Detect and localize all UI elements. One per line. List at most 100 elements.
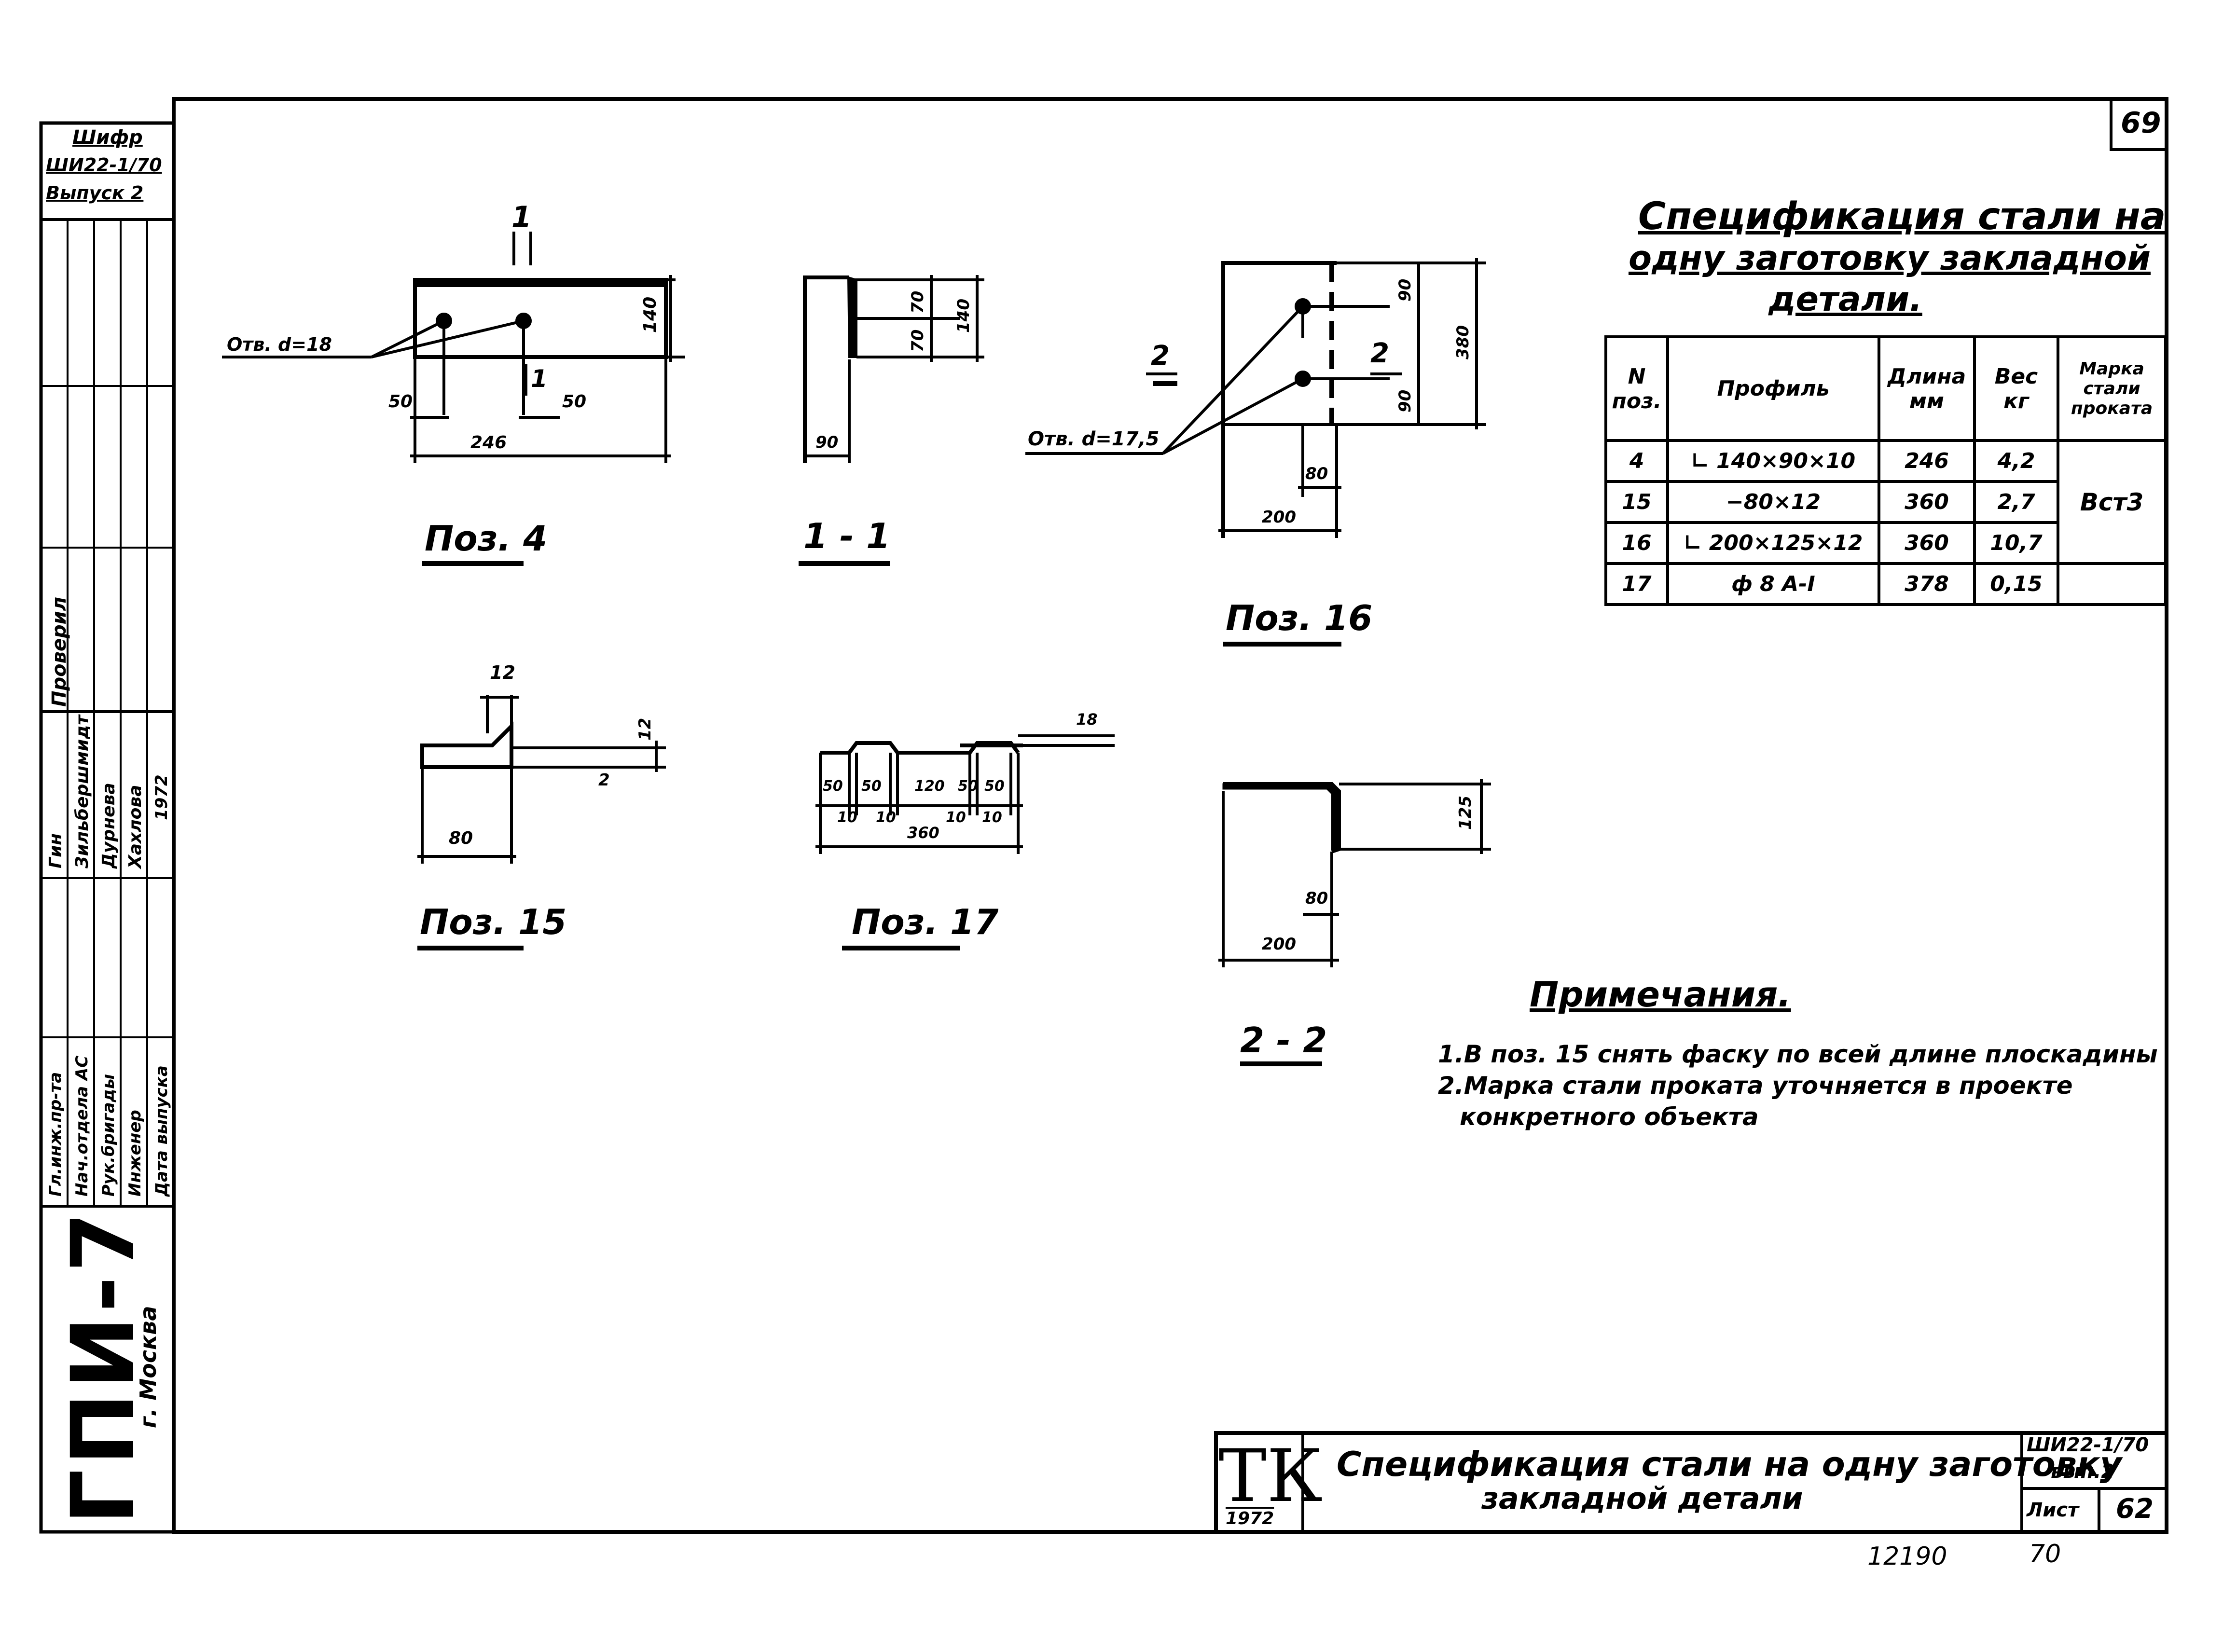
poz4-hole-note: Отв. d=18 [227, 334, 332, 355]
role-row: Гл.инж.пр-та [46, 1072, 65, 1197]
header-cell: Профиль [1666, 335, 1880, 442]
sheet-number: 62 [2116, 1493, 2154, 1525]
tk-year: 1972 [1226, 1509, 1274, 1528]
poz17-dim: 10 [946, 809, 966, 826]
poz15-dim-chamfer: 12 [490, 662, 515, 683]
poz15-dim-width: 80 [449, 828, 473, 848]
cell-weight: 0,15 [1973, 562, 2059, 606]
section22-dim-flange: 80 [1305, 889, 1328, 908]
poz16-dim-width: 200 [1262, 508, 1296, 527]
spec-table: N поз. Профиль Длина мм Вес кг Марка ста… [1604, 335, 2167, 606]
left-strip-frame [39, 121, 176, 1534]
section22-dim-width: 200 [1262, 935, 1296, 954]
poz16-hole-note: Отв. d=17,5 [1028, 428, 1160, 450]
title-line1: Спецификация стали на одну заготовку [1337, 1445, 2122, 1484]
cell-length: 246 [1878, 439, 1976, 483]
header-cell: Длина мм [1878, 335, 1976, 442]
poz16-dim-total: 380 [1453, 325, 1473, 359]
cell-profile: ф 8 А-I [1666, 562, 1880, 606]
role-row: Рук.бригады [99, 1074, 118, 1197]
cell-profile: −80×12 [1666, 480, 1880, 524]
header-cell: Марка стали проката [2057, 335, 2167, 442]
poz4-cut-mark-bottom: 1 [531, 365, 548, 393]
poz16-dim-flange: 80 [1305, 464, 1328, 483]
title-issue: вып.2 [2051, 1460, 2115, 1483]
cell-pos: 17 [1604, 562, 1669, 606]
name-row: Дурнева [99, 783, 119, 868]
poz16-drawing [1025, 258, 1486, 538]
poz15-dim-step: 2 [598, 771, 610, 790]
poz4-dim-height: 140 [640, 296, 660, 333]
cipher-label: Шифр [72, 126, 143, 149]
year-short: 1972 [152, 774, 171, 820]
table-row: 16 ∟ 200×125×12 360 10,7 [1604, 521, 2166, 565]
section22-label: 2 - 2 [1240, 1020, 1327, 1060]
issue-label: Выпуск 2 [46, 182, 144, 204]
cell-profile: ∟ 200×125×12 [1666, 521, 1880, 565]
poz17-dim-total: 360 [907, 824, 939, 842]
header-cell: Вес кг [1973, 335, 2059, 442]
section11-label: 1 - 1 [803, 516, 891, 556]
section22-drawing [1218, 779, 1491, 967]
page-number: 69 [2121, 106, 2161, 140]
poz17-drawing [815, 734, 1115, 854]
poz17-dim: 10 [876, 809, 896, 826]
label-underlines [417, 381, 1341, 1066]
role-row: Дата выпуска [152, 1065, 171, 1197]
poz16-dim-bottom: 90 [1395, 389, 1415, 413]
poz16-cut-mark-left: 2 [1151, 340, 1170, 372]
notes-line2: 2.Марка стали проката уточняется в проек… [1438, 1072, 2073, 1100]
name-row: Хахлова [125, 785, 145, 868]
cipher-value: ШИ22-1/70 [46, 154, 162, 176]
poz17-dim-dia: 18 [1076, 710, 1098, 729]
cell-pos: 4 [1604, 439, 1669, 483]
table-row: 15 −80×12 360 2,7 [1604, 480, 2166, 524]
poz17-dim: 10 [837, 809, 857, 826]
sheet-label: Лист [2027, 1499, 2079, 1521]
cell-weight: 2,7 [1973, 480, 2059, 524]
name-row: Гин [46, 833, 66, 868]
section11-dim-flange: 90 [815, 433, 839, 452]
cell-length: 360 [1878, 521, 1976, 565]
cell-pos: 16 [1604, 521, 1669, 565]
table-row: 4 ∟ 140×90×10 246 4,2 Вст3 [1604, 439, 2167, 565]
section11-dim-total: 140 [954, 299, 973, 333]
spec-table-header: N поз. Профиль Длина мм Вес кг Марка ста… [1604, 335, 2167, 442]
poz17-dim: 50 [958, 778, 978, 795]
poz17-dim: 120 [914, 778, 945, 795]
notes-title: Примечания. [1530, 974, 1791, 1015]
cell-weight: 4,2 [1973, 439, 2059, 483]
poz17-dim: 10 [982, 809, 1002, 826]
poz4-label: Поз. 4 [425, 518, 548, 559]
poz4-drawing [222, 232, 685, 463]
page-number-box [2110, 97, 2168, 151]
poz15-label: Поз. 15 [420, 902, 567, 942]
poz15-drawing [417, 695, 666, 864]
poz16-label: Поз. 16 [1226, 598, 1373, 638]
cell-weight: 10,7 [1973, 521, 2059, 565]
section11-dim-lower: 70 [908, 329, 927, 352]
poz16-cut-mark-right: 2 [1370, 338, 1389, 369]
poz17-dim: 50 [861, 778, 882, 795]
title-block-frame [1214, 1431, 2168, 1534]
cell-empty [2057, 562, 2167, 606]
role-row: Инженер [125, 1110, 145, 1197]
cell-profile: ∟ 140×90×10 [1666, 439, 1880, 483]
org-city: г. Москва [135, 1306, 161, 1428]
header-cell: N поз. [1604, 335, 1669, 442]
poz17-dim: 50 [823, 778, 843, 795]
poz17-dim: 50 [984, 778, 1005, 795]
spec-title-line2: одну заготовку закладной [1629, 238, 2151, 278]
title-line2: закладной детали [1481, 1481, 1803, 1516]
checked-label: Проверил [48, 597, 70, 707]
section22-dim-height: 125 [1456, 796, 1475, 830]
poz4-dim-left: 50 [388, 392, 413, 412]
poz4-dim-width: 246 [470, 433, 507, 453]
page-marker: 70 [2029, 1540, 2061, 1569]
poz17-label: Поз. 17 [852, 902, 999, 942]
tk-logo: ТК [1218, 1434, 1323, 1518]
poz16-dim-top: 90 [1395, 278, 1415, 302]
table-row: 17 ф 8 А-I 378 0,15 [1604, 562, 2167, 606]
